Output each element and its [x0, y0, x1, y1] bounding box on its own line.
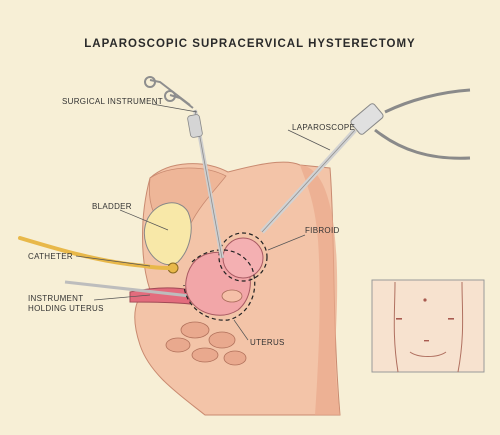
label-uterus: UTERUS — [250, 338, 285, 347]
fibroid-shape — [222, 237, 264, 279]
posterior-shading — [300, 165, 340, 415]
diagram-title: LAPAROSCOPIC SUPRACERVICAL HYSTERECTOMY — [84, 38, 416, 50]
cut-line-fibroid — [218, 232, 268, 282]
surgical-instrument-hub — [187, 114, 203, 138]
label-laparoscope: LAPAROSCOPE — [292, 123, 356, 132]
label-instrument-holding-uterus-line1: INSTRUMENT — [28, 294, 84, 303]
laparoscope-cable — [384, 88, 471, 114]
ovary-shape — [221, 289, 243, 303]
uterine-manipulator — [64, 280, 191, 298]
inset-torso-outline — [393, 281, 464, 373]
label-fibroid: FIBROID — [305, 226, 340, 235]
inset-pelvis-outline — [409, 351, 447, 357]
inset-incision-marks — [396, 298, 454, 342]
bowel-loops — [165, 321, 247, 366]
label-instrument-holding-uterus-line2: HOLDING UTERUS — [28, 304, 104, 313]
laparoscope-shaft-edge — [261, 129, 356, 233]
surgical-instrument-handle — [144, 76, 194, 109]
label-bladder: BLADDER — [92, 202, 132, 211]
cut-line-uterus — [183, 249, 256, 321]
leader-lines — [75, 103, 331, 341]
label-surgical-instrument: SURGICAL INSTRUMENT — [62, 97, 163, 106]
label-catheter: CATHETER — [28, 252, 73, 261]
bladder-shape — [143, 202, 192, 266]
inset-frame — [371, 279, 485, 373]
laparoscope-light-cable — [374, 128, 471, 160]
catheter-tube — [18, 236, 172, 270]
laparoscope-body — [350, 103, 384, 135]
